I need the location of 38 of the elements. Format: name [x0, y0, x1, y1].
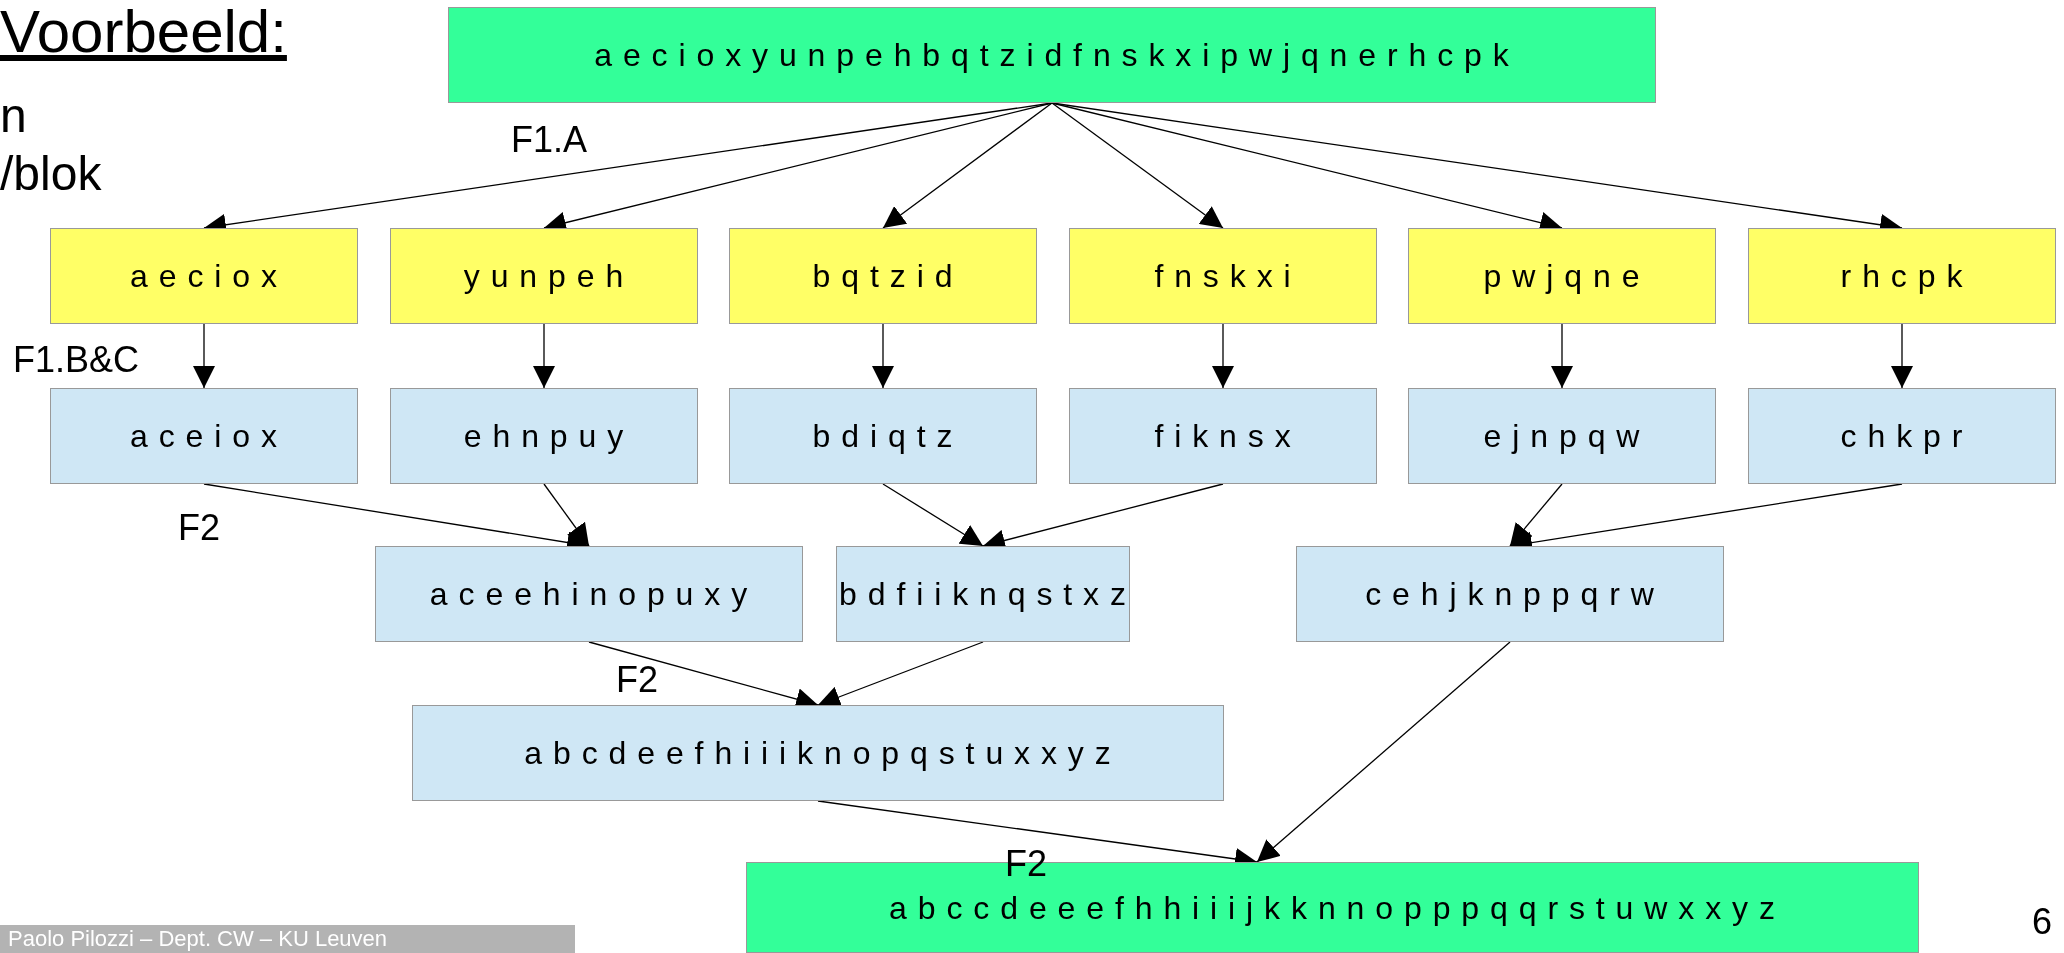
- step-label: F1.B&C: [13, 342, 140, 378]
- arrow: [882, 483, 984, 547]
- process-box: a e c i o x: [50, 228, 358, 324]
- process-box: e h n p u y: [390, 388, 698, 484]
- step-label: F1.A: [511, 122, 588, 158]
- process-box: p w j q n e: [1408, 228, 1716, 324]
- arrow: [543, 483, 590, 547]
- arrow: [1212, 323, 1234, 389]
- title: Voorbeeld:: [0, 2, 287, 62]
- subtitle-text: n: [0, 92, 27, 140]
- page-number: 6: [2032, 904, 2053, 940]
- arrow: [1256, 641, 1511, 863]
- process-box: e j n p q w: [1408, 388, 1716, 484]
- process-box: a c e e h i n o p u x y: [375, 546, 803, 642]
- footer-bar: Paolo Pilozzi – Dept. CW – KU Leuven: [0, 925, 575, 953]
- process-box: b d i q t z: [729, 388, 1037, 484]
- process-box: f n s k x i: [1069, 228, 1377, 324]
- subtitle-text: /blok: [0, 150, 102, 198]
- step-label: F2: [616, 662, 658, 698]
- process-box: f i k n s x: [1069, 388, 1377, 484]
- process-box: y u n p e h: [390, 228, 698, 324]
- arrow: [882, 102, 1053, 229]
- process-box: a e c i o x y u n p e h b q t z i d f n s k x i p w j q n e r h c p k: [448, 7, 1656, 103]
- process-box: a c e i o x: [50, 388, 358, 484]
- process-box: c e h j k n p p q r w: [1296, 546, 1724, 642]
- process-box: r h c p k: [1748, 228, 2056, 324]
- process-box: b q t z i d: [729, 228, 1037, 324]
- process-box: b d f i i k n q s t x z: [836, 546, 1130, 642]
- arrow: [1051, 102, 1224, 229]
- step-label: F2: [178, 510, 220, 546]
- process-box: a b c d e e f h i i i k n o p q s t u x x y z: [412, 705, 1224, 801]
- arrow: [1551, 323, 1573, 389]
- arrow: [193, 323, 215, 389]
- arrow: [872, 323, 894, 389]
- arrow: [1509, 483, 1563, 547]
- arrow: [533, 323, 555, 389]
- arrow: [1891, 323, 1913, 389]
- process-box: c h k p r: [1748, 388, 2056, 484]
